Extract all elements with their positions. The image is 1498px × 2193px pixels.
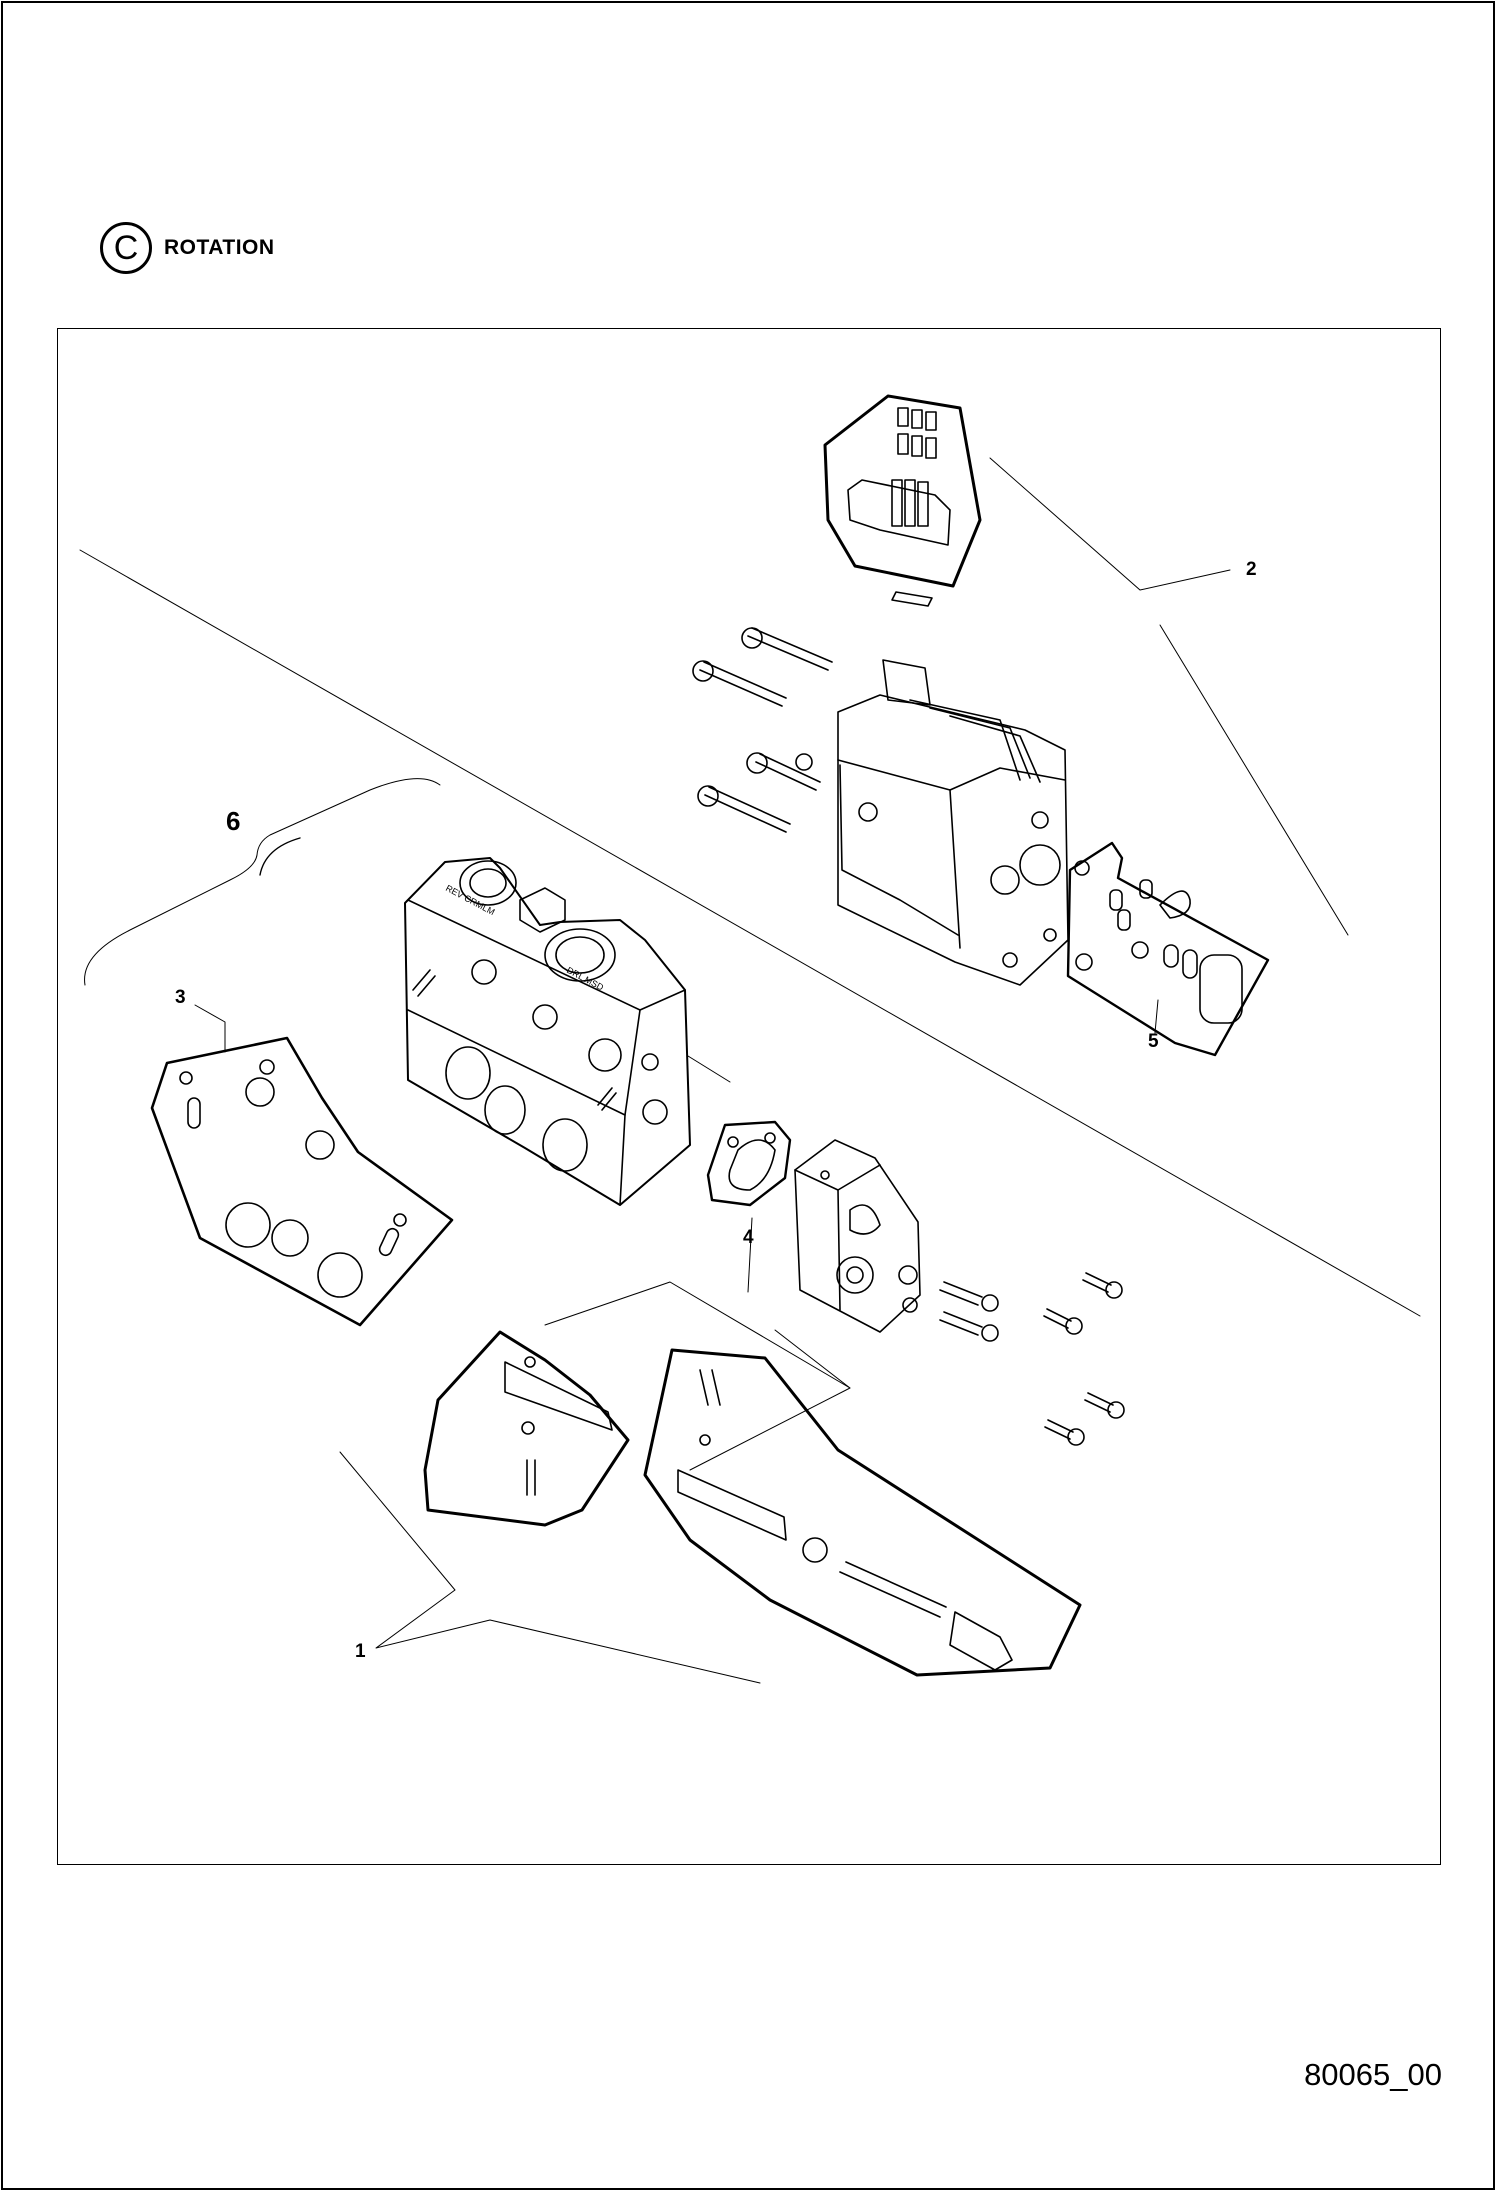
connector-inset <box>823 394 982 607</box>
callout-5: 5 <box>1148 1031 1159 1052</box>
lever-inset-left <box>423 1330 630 1527</box>
solenoid-actuator-block <box>837 659 1069 986</box>
assembly-axis-lines <box>79 549 1421 1317</box>
leader-lines <box>84 457 1349 1684</box>
callout-2: 2 <box>1246 559 1257 580</box>
connector-pins <box>897 407 937 459</box>
callout-4: 4 <box>743 1227 754 1248</box>
callout-1: 1 <box>355 1641 366 1662</box>
gasket-plate-left <box>150 1036 454 1327</box>
drawing-id: 80065_00 <box>1304 2057 1442 2092</box>
lever-mechanism-housing <box>794 1139 921 1333</box>
seal-gasket-small <box>706 1120 792 1207</box>
section-title: ROTATION <box>164 236 275 259</box>
main-valve-housing: REV CRMLM DRL MSD <box>404 857 691 1206</box>
section-letter: C <box>100 222 152 274</box>
housing-marking-a: REV CRMLM <box>444 883 496 917</box>
cap-screws-and-nuts <box>939 1272 1125 1446</box>
housing-marking-b: DRL MSD <box>565 965 606 993</box>
group-bracket <box>259 837 301 876</box>
callout-3: 3 <box>175 987 186 1008</box>
long-bolts <box>692 627 833 833</box>
illustration-frame <box>57 328 1441 1865</box>
lever-inset-right <box>643 1348 1082 1677</box>
gasket-plate-right <box>1066 841 1270 1057</box>
section-marker: C ROTATION <box>100 222 275 274</box>
callout-6: 6 <box>226 806 241 836</box>
